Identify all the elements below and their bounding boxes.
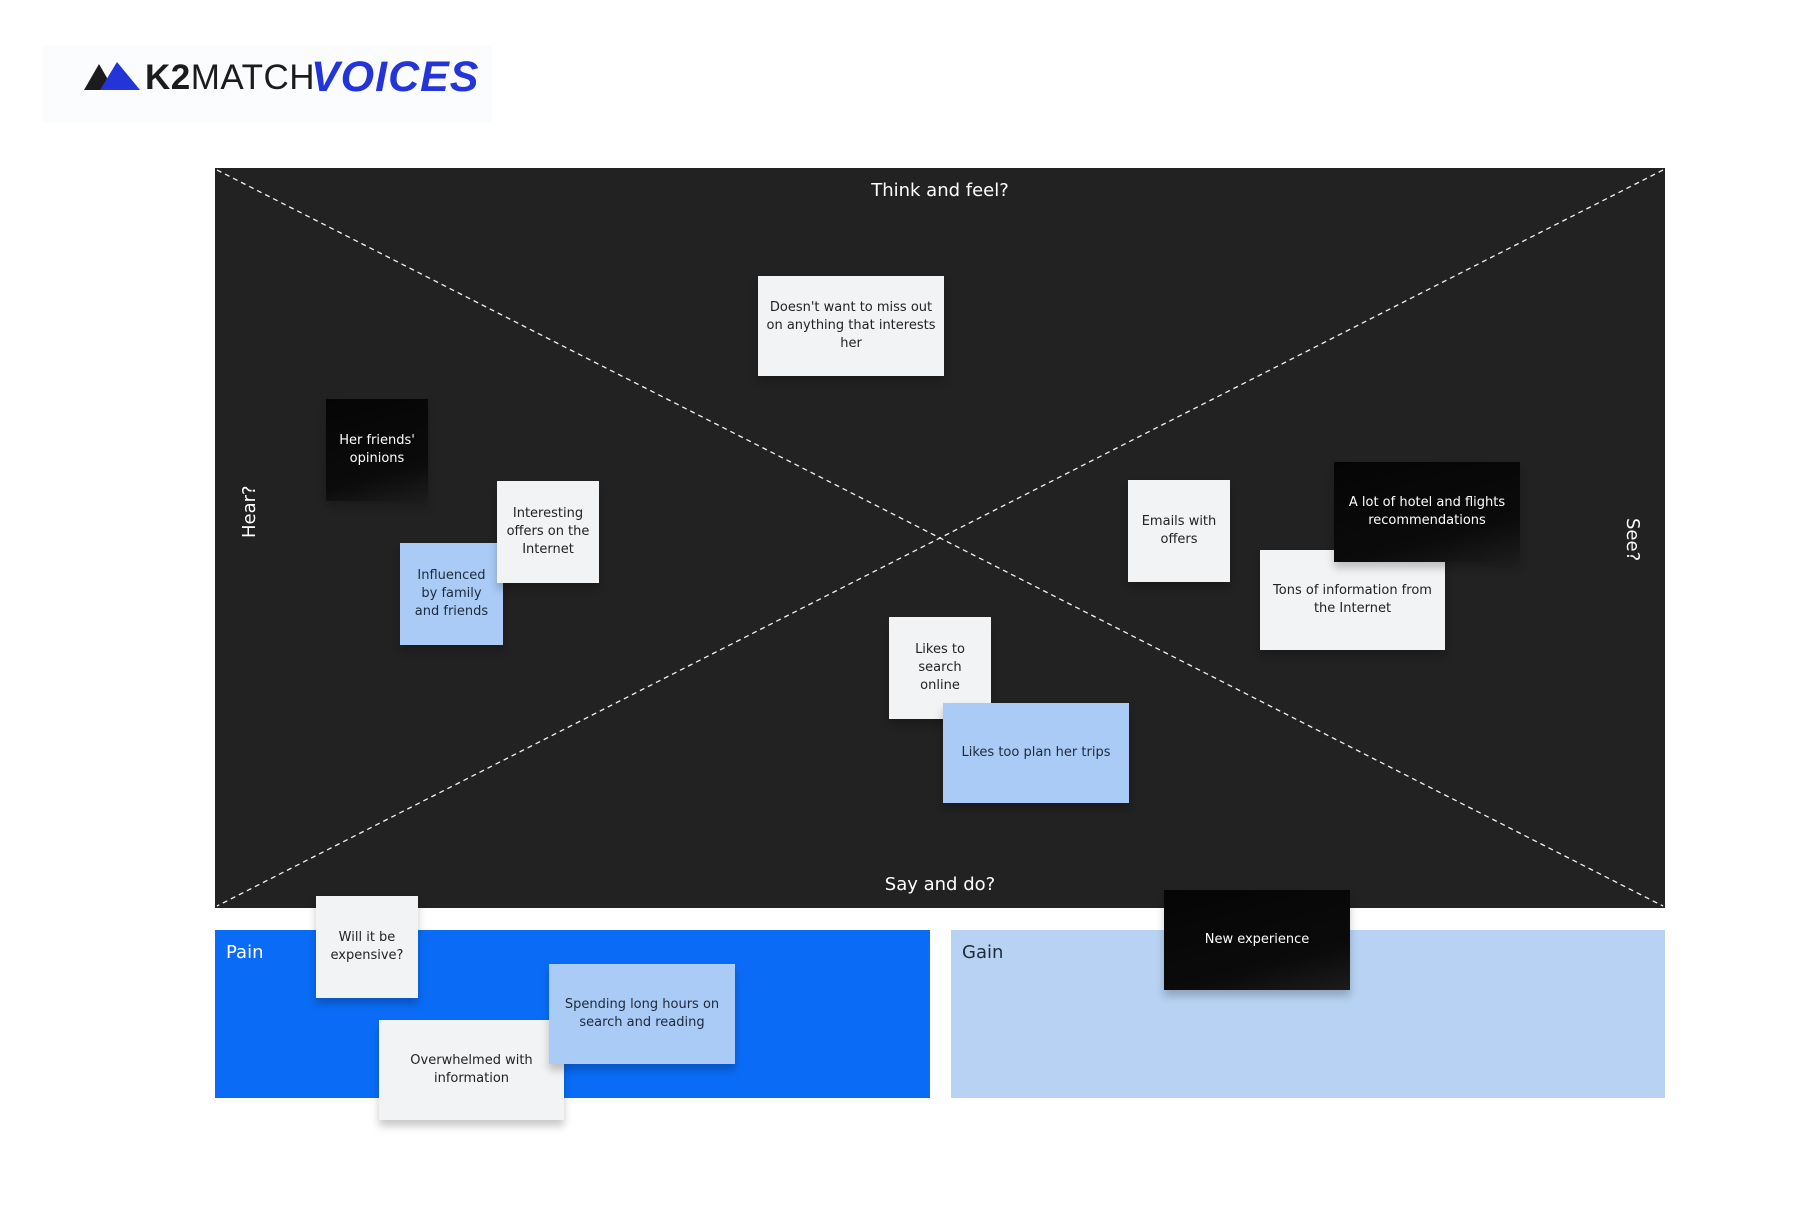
sticky-note-tons-info[interactable]: Tons of information from the Internet: [1260, 550, 1445, 650]
sticky-note-overwhelmed[interactable]: Overwhelmed with information: [379, 1020, 564, 1120]
quadrant-label-say-and-do: Say and do?: [884, 874, 996, 895]
board-diagonals: [216, 169, 1664, 907]
logo-voices: VOICES: [311, 53, 480, 101]
logo-wordmark: K2MATCH: [145, 58, 316, 97]
sticky-note-new-experience[interactable]: New experience: [1164, 890, 1350, 990]
sticky-note-friends-opinions[interactable]: Her friends' opinions: [326, 399, 428, 501]
sticky-note-long-hours[interactable]: Spending long hours on search and readin…: [549, 964, 735, 1064]
sticky-note-influenced[interactable]: Influenced by family and friends: [400, 543, 503, 645]
k2match-voices-logo: K2MATCH VOICES: [42, 46, 492, 122]
quadrant-label-think-and-feel: Think and feel?: [871, 180, 1009, 201]
mountain-icon: [84, 62, 140, 90]
sticky-note-expensive[interactable]: Will it be expensive?: [316, 896, 418, 998]
sticky-note-miss-out[interactable]: Doesn't want to miss out on anything tha…: [758, 276, 944, 376]
sticky-note-interesting-offers[interactable]: Interesting offers on the Internet: [497, 481, 599, 583]
sticky-note-search-online[interactable]: Likes to search online: [889, 617, 991, 719]
sticky-note-hotel-flights[interactable]: A lot of hotel and flights recommendatio…: [1334, 462, 1520, 562]
quadrant-label-see: See?: [1622, 518, 1643, 562]
gain-panel-title: Gain: [962, 942, 1004, 963]
quadrant-label-hear: Hear?: [239, 485, 260, 538]
sticky-note-plan-trips[interactable]: Likes too plan her trips: [943, 703, 1129, 803]
sticky-note-emails-offers[interactable]: Emails with offers: [1128, 480, 1230, 582]
pain-panel-title: Pain: [226, 942, 264, 963]
